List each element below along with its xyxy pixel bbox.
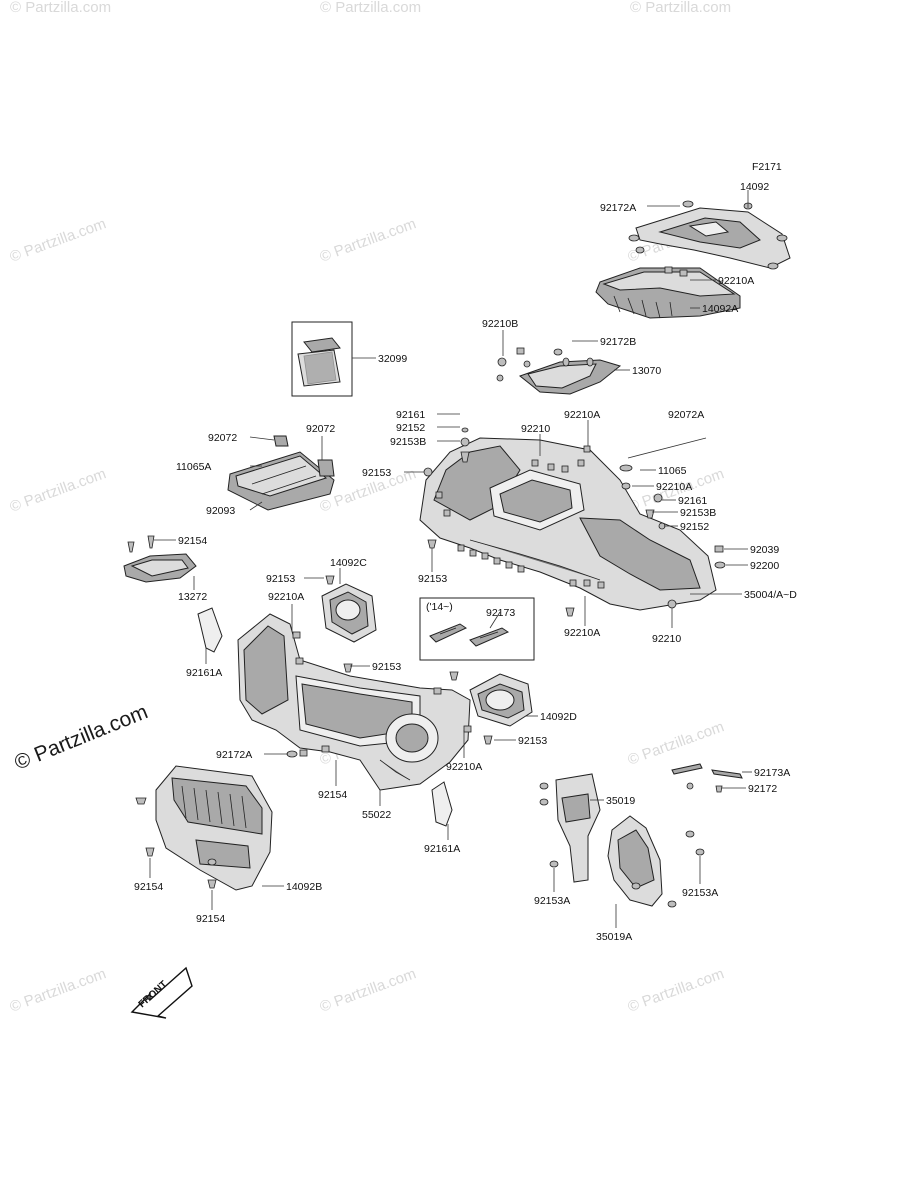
label-92210A: 92210A [446,761,482,773]
inset-note: ('14~) [426,601,453,613]
part-35019A-guard [607,815,705,908]
label-14092: 14092 [740,181,769,193]
label-92072A: 92072A [668,409,704,421]
part-35019-guard [539,773,601,883]
label-55022: 55022 [362,809,391,821]
label-92210A: 92210A [564,409,600,421]
part-92173A-strip [671,763,743,793]
leader-lines [149,190,752,928]
label-92152: 92152 [396,422,425,434]
label-92210A: 92210A [268,591,304,603]
watermark: © Partzilla.com [630,0,731,16]
part-14092B-front-grille [135,765,273,891]
label-92173: 92173 [486,607,515,619]
part-14092-rear-cover [628,200,791,270]
part-labels: 14092 92172A 92210A 14092A 92210B 92172B… [134,181,797,943]
watermark: © Partzilla.com [8,465,109,516]
part-92161A-seal-right [431,781,453,827]
label-92153: 92153 [372,661,401,673]
label-11065: 11065 [658,465,687,477]
label-92172A: 92172A [600,202,636,214]
part-14092C-duct [321,575,377,643]
watermark-bold: © Partzilla.com [11,700,151,774]
label-92210: 92210 [652,633,681,645]
label-92154: 92154 [196,913,225,925]
part-35004-front-fender [419,437,717,611]
watermark: © Partzilla.com [626,965,727,1016]
label-14092A: 14092A [702,303,738,315]
label-92153: 92153 [362,467,391,479]
label-92153B: 92153B [390,436,426,448]
label-92153A: 92153A [682,887,718,899]
watermark: © Partzilla.com [318,215,419,266]
inset-92173: ('14~) [419,597,535,661]
label-92154: 92154 [318,789,347,801]
label-92210A: 92210A [564,627,600,639]
label-32099: 32099 [378,353,407,365]
label-92152: 92152 [680,521,709,533]
label-35004: 35004/A~D [744,589,797,601]
label-92153: 92153 [518,735,547,747]
part-14092D-duct [449,671,533,727]
front-arrow: FRONT [130,966,193,1019]
figure-code: F2171 [752,161,782,173]
label-35019A: 35019A [596,931,632,943]
label-92154: 92154 [134,881,163,893]
label-14092C: 14092C [330,557,367,569]
label-35019: 35019 [606,795,635,807]
label-92153B: 92153B [680,507,716,519]
label-92161A: 92161A [424,843,460,855]
label-92153: 92153 [418,573,447,585]
label-92153A: 92153A [534,895,570,907]
label-11065A: 11065A [176,461,211,473]
label-92172B: 92172B [600,336,636,348]
part-13070-bracket [496,347,622,395]
label-92210A: 92210A [656,481,692,493]
label-92210: 92210 [521,423,550,435]
label-14092D: 14092D [540,711,577,723]
part-92161A-seal-left [197,607,223,653]
label-92200: 92200 [750,560,779,572]
label-14092B: 14092B [286,881,322,893]
part-14092A-rear-lower [595,267,741,319]
label-92093: 92093 [206,505,235,517]
watermark: © Partzilla.com [318,965,419,1016]
label-92039: 92039 [750,544,779,556]
label-92072: 92072 [208,432,237,444]
fasteners-14092 [664,266,688,277]
label-92161: 92161 [396,409,425,421]
label-92172A: 92172A [216,749,252,761]
label-92161: 92161 [678,495,707,507]
label-92210B: 92210B [482,318,518,330]
label-92154: 92154 [178,535,207,547]
label-92072: 92072 [306,423,335,435]
label-92210A: 92210A [718,275,754,287]
label-13272: 13272 [178,591,207,603]
watermark: © Partzilla.com [626,718,727,769]
part-13272-bracket [123,535,197,583]
label-92161A: 92161A [186,667,222,679]
part-11065A-pad [227,435,335,511]
part-55022-front-frame [237,613,493,791]
label-13070: 13070 [632,365,661,377]
watermark: © Partzilla.com [10,0,111,16]
label-92173A: 92173A [754,767,790,779]
label-92172: 92172 [748,783,777,795]
watermark: © Partzilla.com [8,215,109,266]
watermark: © Partzilla.com [8,965,109,1016]
label-92153: 92153 [266,573,295,585]
part-32099-box [291,321,353,397]
watermark: © Partzilla.com [320,0,421,16]
